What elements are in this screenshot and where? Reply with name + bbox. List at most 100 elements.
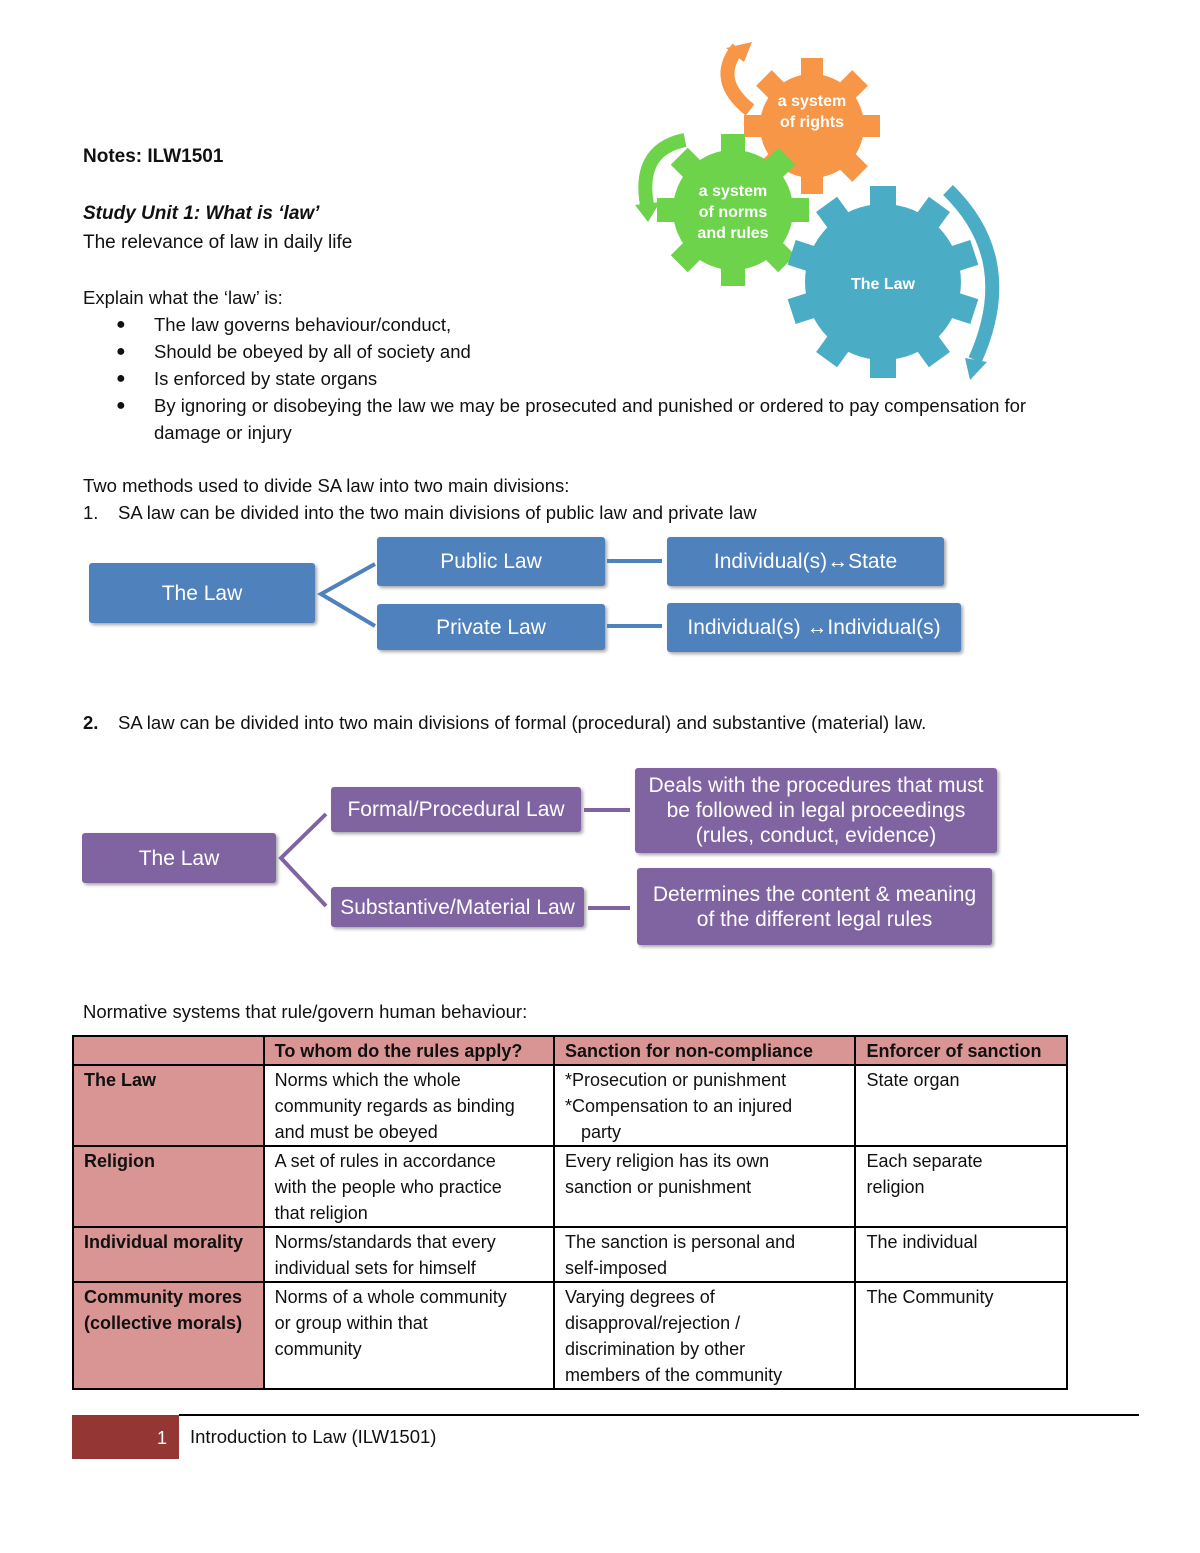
table-cell: Each separate religion: [854, 1145, 1068, 1228]
table-header-cell: Sanction for non-compliance: [553, 1035, 857, 1066]
cell-text: individual sets for himself: [274, 1258, 476, 1278]
table-header-cell: Enforcer of sanction: [854, 1035, 1068, 1066]
table-cell: Norms of a whole community or group with…: [262, 1281, 556, 1390]
bullet-text: Should be obeyed by all of society and: [154, 341, 471, 362]
unit-title: Study Unit 1: What is ‘law’: [83, 203, 320, 224]
bullet-text: damage or injury: [154, 422, 292, 443]
bullet-icon: ●: [116, 397, 126, 414]
cell-text: State organ: [866, 1070, 960, 1090]
notes-title: Notes: ILW1501: [83, 146, 224, 167]
cell-text: Varying degrees of: [565, 1287, 715, 1307]
diagram1-private-relation-box: Individual(s) ↔Individual(s): [667, 603, 961, 652]
bullet-icon: ●: [116, 370, 126, 387]
cell-text: The Community: [866, 1287, 994, 1307]
explain-intro: Explain what the ‘law’ is:: [83, 287, 283, 308]
gear-law-icon: [787, 186, 979, 378]
table-cell: A set of rules in accordance with the pe…: [262, 1145, 556, 1228]
cell-text: community: [274, 1339, 362, 1359]
cell-text: *Prosecution or punishment: [565, 1070, 787, 1090]
cell-text: (collective morals): [84, 1313, 243, 1333]
table-cell: Norms which the whole community regards …: [262, 1064, 556, 1147]
diagram2-branch-connector: [278, 812, 328, 908]
bullet-icon: ●: [116, 343, 126, 360]
table-cell: State organ: [854, 1064, 1068, 1147]
cell-text: community regards as binding: [274, 1096, 515, 1116]
formal-desc-line: Deals with the procedures that must: [648, 774, 984, 797]
bullet-text: Is enforced by state organs: [154, 368, 378, 389]
table-row-head: Community mores (collective morals): [72, 1281, 265, 1390]
method-2-text: SA law can be divided into two main divi…: [118, 712, 927, 733]
gear-norms-label-3: and rules: [697, 225, 768, 242]
cell-text: Norms of a whole community: [274, 1287, 507, 1307]
cell-text: and must be obeyed: [274, 1122, 438, 1142]
diagram1-private-link: [607, 624, 662, 628]
substantive-desc-line: of the different legal rules: [696, 907, 933, 931]
footer-page-number: 1: [156, 1428, 167, 1448]
bullet-item: ●By ignoring or disobeying the law we ma…: [110, 392, 1110, 419]
method-2-number: 2.: [83, 712, 99, 733]
cell-text: or group within that: [274, 1313, 428, 1333]
bullet-item-continuation: damage or injury: [110, 419, 1110, 446]
cell-text: religion: [866, 1177, 925, 1197]
gear-norms-label-2: of norms: [699, 204, 768, 221]
footer-page-bar: [72, 1415, 179, 1459]
table-header-cell: [72, 1035, 265, 1066]
cell-text: with the people who practice: [274, 1177, 502, 1197]
table-cell: Varying degrees of disapproval/rejection…: [553, 1281, 857, 1390]
table-cell: *Prosecution or punishment *Compensation…: [553, 1064, 857, 1147]
table-row-head: Religion: [72, 1145, 265, 1228]
methods-intro: Two methods used to divide SA law into t…: [83, 475, 570, 496]
cell-text: sanction or punishment: [565, 1177, 752, 1197]
table-cell: Norms/standards that every individual se…: [262, 1226, 556, 1283]
cell-text: that religion: [274, 1203, 368, 1223]
formal-desc-line: (rules, conduct, evidence): [695, 824, 937, 847]
cell-text: The sanction is personal and: [565, 1232, 796, 1252]
diagram2-formal-link: [584, 808, 630, 812]
law-gears-graphic: a system of rights a system of norms and…: [635, 42, 1000, 380]
green-arrow-icon: [638, 133, 687, 212]
diagram1-public-relation-box: Individual(s)↔State: [667, 537, 944, 586]
table-cell: The Community: [854, 1281, 1068, 1390]
cell-text: The individual: [866, 1232, 978, 1252]
footer-title: Introduction to Law (ILW1501): [190, 1426, 437, 1447]
diagram1-private-box: Private Law: [377, 604, 605, 650]
bullet-icon: ●: [116, 316, 126, 333]
table-cell: Every religion has its own sanction or p…: [553, 1145, 857, 1228]
diagram2-formal-box: Formal/Procedural Law: [331, 787, 581, 832]
cell-text: Community mores: [84, 1287, 243, 1307]
bullet-item: ● Is enforced by state organs: [110, 365, 1110, 392]
cell-text: self-imposed: [565, 1258, 668, 1278]
table-header-cell: To whom do the rules apply?: [262, 1035, 556, 1066]
cell-text: A set of rules in accordance: [274, 1151, 496, 1171]
table-header-row: To whom do the rules apply? Sanction for…: [72, 1035, 1068, 1066]
diagram2-substantive-link: [588, 906, 630, 910]
cell-text: The Law: [84, 1070, 157, 1090]
table-row: Community mores (collective morals) Norm…: [72, 1281, 1068, 1390]
normative-systems-table: To whom do the rules apply? Sanction for…: [72, 1035, 1068, 1390]
diagram1-root-box: The Law: [89, 563, 315, 623]
formal-desc-line: be followed in legal proceedings: [666, 799, 966, 822]
bullet-item: ● Should be obeyed by all of society and: [110, 338, 1110, 365]
bullet-text: The law governs behaviour/conduct,: [154, 314, 452, 335]
method-1-text: SA law can be divided into the two main …: [118, 502, 757, 523]
cell-text: Religion: [84, 1151, 155, 1171]
unit-subtitle: The relevance of law in daily life: [83, 232, 353, 253]
diagram2-substantive-box: Substantive/Material Law: [331, 887, 584, 927]
cell-text: party: [581, 1122, 622, 1142]
table-row: Individual morality Norms/standards that…: [72, 1226, 1068, 1283]
diagram1-public-link: [607, 559, 662, 563]
method-1-number: 1.: [83, 502, 99, 523]
cell-text: discrimination by other: [565, 1339, 746, 1359]
table-row: The Law Norms which the whole community …: [72, 1064, 1068, 1147]
diagram1-branch-connector: [316, 562, 377, 628]
table-row-head: Individual morality: [72, 1226, 265, 1283]
cell-text: Each separate: [866, 1151, 983, 1171]
cell-text: Norms which the whole: [274, 1070, 461, 1090]
cell-text: disapproval/rejection /: [565, 1313, 741, 1333]
table-row: Religion A set of rules in accordance wi…: [72, 1145, 1068, 1228]
table-cell: The sanction is personal and self-impose…: [553, 1226, 857, 1283]
diagram2-formal-desc-box: Deals with the procedures that must be f…: [635, 768, 997, 853]
gear-rights-label-1: a system: [778, 93, 847, 110]
diagram2-root-box: The Law: [82, 833, 276, 883]
blue-arrow-icon: [943, 184, 1000, 363]
